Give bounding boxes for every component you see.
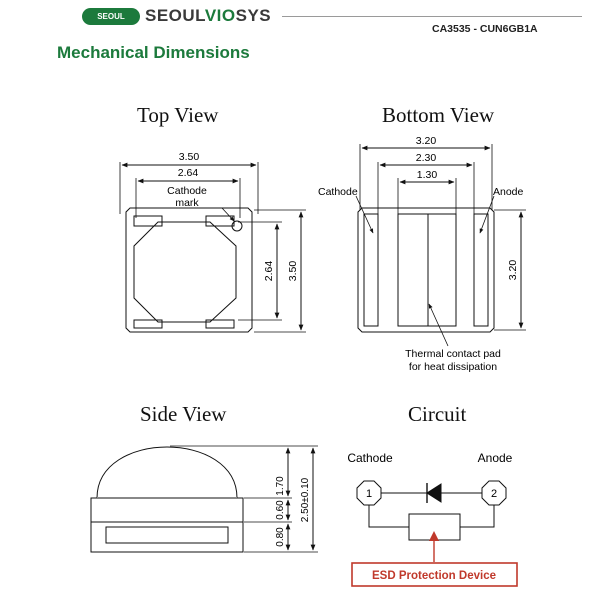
bottom-view-drawing (355, 144, 526, 347)
top-dim-inner-height: 2.64 (263, 261, 275, 282)
top-view-drawing (119, 162, 306, 333)
bottom-dim-inner: 1.30 (417, 169, 438, 181)
top-dim-height: 3.50 (287, 261, 299, 282)
top-pad (205, 215, 235, 227)
cathode-pad (363, 213, 379, 327)
thermal-label-2: for heat dissipation (409, 361, 497, 373)
side-view-title: Side View (140, 402, 227, 426)
logo-badge: SEOUL (82, 8, 140, 25)
brand-right: SYS (235, 6, 272, 25)
top-view-outline (125, 207, 253, 333)
side-view-base-inner (105, 526, 229, 544)
circuit-cathode-label: Cathode (347, 451, 393, 465)
pin1-octagon (356, 480, 382, 506)
side-dim-total: 2.50±0.10 (300, 477, 311, 522)
circuit-title: Circuit (408, 402, 467, 426)
side-dim-base: 0.80 (275, 527, 286, 547)
side-view-drawing (90, 445, 318, 553)
side-dim-dome: 1.70 (275, 476, 286, 496)
esd-wire-right (460, 505, 495, 528)
top-dim-inner-width: 2.64 (178, 167, 199, 179)
top-pad (133, 319, 163, 329)
side-dim-mid: 0.60 (275, 500, 286, 520)
bottom-cathode-label: Cathode (318, 186, 358, 198)
bottom-anode-label: Anode (493, 186, 524, 198)
esd-label-box (351, 562, 518, 587)
bottom-dim-height: 3.20 (507, 260, 519, 281)
esd-callout (351, 531, 518, 587)
top-pad (133, 215, 163, 227)
bottom-view-title: Bottom View (382, 103, 495, 127)
brand-logo: SEOULVIOSYS (145, 6, 271, 26)
pin1-label: 1 (366, 488, 372, 500)
side-view-lens-band (90, 497, 244, 523)
top-view-lens (133, 221, 237, 323)
bottom-dim-width: 3.20 (416, 135, 437, 147)
pin2-octagon (481, 480, 507, 506)
circuit-anode-label: Anode (478, 451, 513, 465)
brand-left: SEOUL (145, 6, 205, 25)
anode-pad (473, 213, 489, 327)
thermal-pad (397, 213, 457, 327)
cathode-mark-label-2: mark (175, 197, 199, 209)
bottom-view-outline (357, 207, 495, 333)
top-pad (205, 319, 235, 329)
top-dim-width: 3.50 (179, 151, 200, 163)
top-view-title: Top View (137, 103, 219, 127)
part-number: CA3535 - CUN6GB1A (432, 23, 538, 35)
section-title: Mechanical Dimensions (57, 43, 250, 62)
side-view-dome (96, 446, 238, 499)
esd-label: ESD Protection Device (372, 570, 496, 582)
pin2-label: 2 (491, 488, 497, 500)
brand-accent: VIO (204, 6, 236, 25)
cathode-mark-label-1: Cathode (167, 185, 207, 197)
header-rule (282, 16, 582, 17)
cathode-mark-circle (231, 220, 243, 232)
bottom-dim-mid: 2.30 (416, 152, 437, 164)
circuit-drawing (356, 480, 507, 541)
thermal-label-1: Thermal contact pad (405, 348, 501, 360)
diode-triangle (426, 483, 442, 503)
esd-wire-left (368, 505, 409, 528)
